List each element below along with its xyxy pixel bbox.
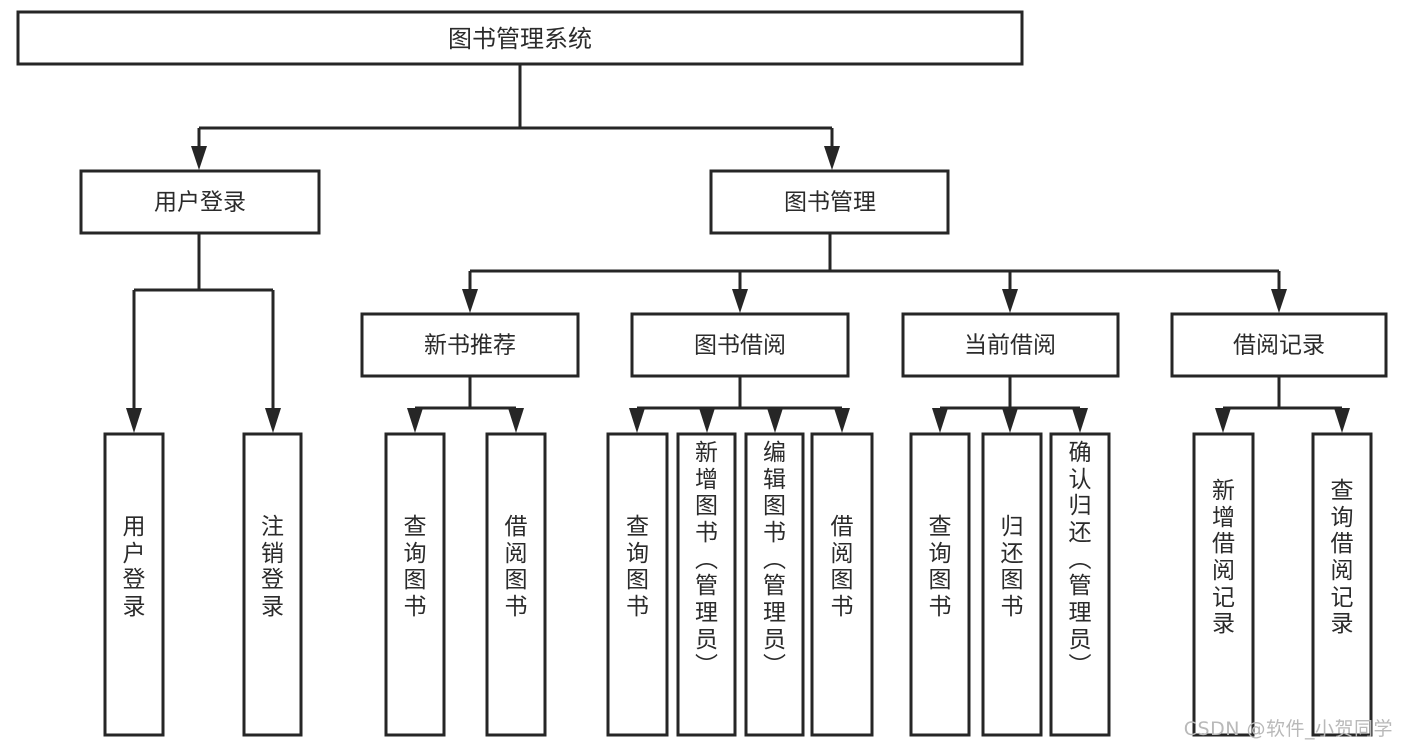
connector-group-user-login-to-leaves [126, 233, 281, 433]
leaf-box-group [103, 432, 1373, 737]
node-leaf-query-book-3-box[interactable] [909, 432, 971, 737]
node-leaf-query-book-2-box[interactable] [606, 432, 669, 737]
node-root-box[interactable] [16, 10, 1024, 66]
connector-group-book-borrow-to-leaves [629, 376, 850, 433]
arrow-head-leaf-edit-book-admin [767, 408, 783, 433]
node-new-book-recommend-label: 新书推荐 [424, 333, 516, 359]
connector-group-root-to-level2 [191, 64, 840, 170]
arrow-head-leaf-add-book-admin [699, 408, 715, 433]
arrow-head-borrow-record [1271, 289, 1287, 313]
watermark-text: CSDN @软件_小贺同学 [1183, 718, 1393, 740]
arrow-head-leaf-query-book-3 [932, 408, 948, 433]
node-leaf-borrow-book-2-box[interactable] [810, 432, 874, 737]
node-new-book-recommend-box[interactable] [360, 312, 580, 378]
node-current-borrow-label: 当前借阅 [964, 333, 1056, 359]
connector-group-current-borrow-to-leaves [932, 376, 1088, 433]
node-leaf-return-book-box[interactable] [981, 432, 1043, 737]
connector-group-book-manage-to-level3 [462, 233, 1287, 313]
arrow-head-book-manage [824, 146, 840, 170]
connector-group-new-book-recommend-to-leaves [407, 376, 524, 433]
node-leaf-add-book-admin-box[interactable] [676, 432, 737, 737]
node-root-label: 图书管理系统 [448, 25, 592, 53]
arrow-head-leaf-borrow-book-2 [834, 408, 850, 433]
node-book-borrow[interactable]: 图书借阅 [630, 312, 850, 378]
node-current-borrow-box[interactable] [901, 312, 1120, 378]
node-book-manage-label: 图书管理 [784, 190, 876, 216]
node-leaf-user-login-box[interactable] [103, 432, 165, 737]
node-book-manage-box[interactable] [709, 169, 950, 235]
arrow-head-new-book-recommend [462, 289, 478, 313]
node-book-borrow-box[interactable] [630, 312, 850, 378]
arrow-head-leaf-user-login [126, 408, 142, 433]
node-borrow-record[interactable]: 借阅记录 [1170, 312, 1388, 378]
node-leaf-borrow-book-1-box[interactable] [485, 432, 547, 737]
arrow-head-leaf-logout [265, 408, 281, 433]
node-borrow-record-box[interactable] [1170, 312, 1388, 378]
node-leaf-logout-box[interactable] [242, 432, 303, 737]
arrow-head-leaf-query-borrow-rec [1334, 408, 1350, 433]
node-current-borrow[interactable]: 当前借阅 [901, 312, 1120, 378]
node-user-login-box[interactable] [79, 169, 321, 235]
node-user-login-label: 用户登录 [154, 190, 246, 216]
node-borrow-record-label: 借阅记录 [1233, 333, 1325, 359]
arrow-head-leaf-query-book-1 [407, 408, 423, 433]
node-leaf-query-book-1-box[interactable] [384, 432, 446, 737]
node-book-borrow-label: 图书借阅 [694, 333, 786, 359]
arrow-head-user-login [191, 146, 207, 170]
arrow-head-leaf-query-book-2 [629, 408, 645, 433]
node-user-login[interactable]: 用户登录 [79, 169, 321, 235]
node-leaf-edit-book-admin-box[interactable] [744, 432, 805, 737]
node-leaf-add-borrow-rec-box[interactable] [1192, 432, 1255, 737]
node-leaf-confirm-return-box[interactable] [1049, 432, 1111, 737]
connector-group-borrow-record-to-leaves [1215, 376, 1350, 433]
node-new-book-recommend[interactable]: 新书推荐 [360, 312, 580, 378]
node-book-manage[interactable]: 图书管理 [709, 169, 950, 235]
node-root[interactable]: 图书管理系统 [16, 10, 1024, 66]
node-leaf-query-borrow-rec-box[interactable] [1311, 432, 1373, 737]
arrow-head-book-borrow [732, 289, 748, 313]
arrow-head-leaf-return-book [1002, 408, 1018, 433]
arrow-head-leaf-confirm-return [1072, 408, 1088, 433]
arrow-head-leaf-add-borrow-rec [1215, 408, 1231, 433]
arrow-head-leaf-borrow-book-1 [508, 408, 524, 433]
arrow-head-current-borrow [1002, 289, 1018, 313]
